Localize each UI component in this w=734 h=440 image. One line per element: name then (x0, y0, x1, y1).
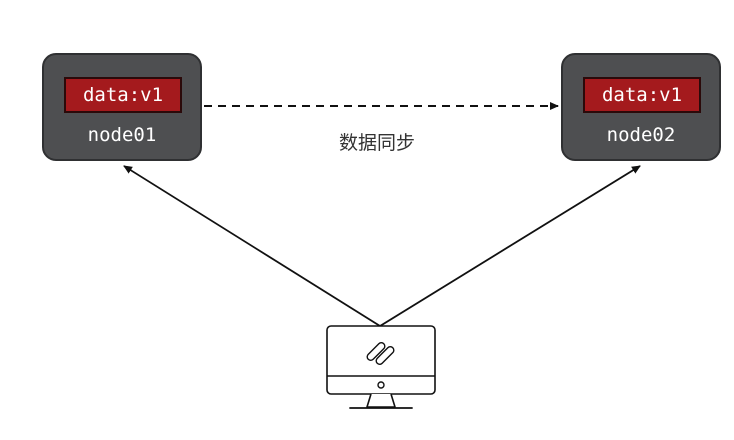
sync-label: 数据同步 (338, 132, 415, 154)
node-02-label: node02 (606, 124, 676, 146)
node-01-box: data:v1 node01 (42, 53, 202, 161)
client-to-node02-arrow (379, 165, 641, 327)
node-01-label: node01 (87, 124, 157, 146)
client-to-node01-arrow (123, 165, 381, 327)
node-01-data-badge: data:v1 (64, 77, 182, 113)
node-02-box: data:v1 node02 (561, 53, 721, 161)
node-02-data-badge: data:v1 (583, 77, 701, 113)
